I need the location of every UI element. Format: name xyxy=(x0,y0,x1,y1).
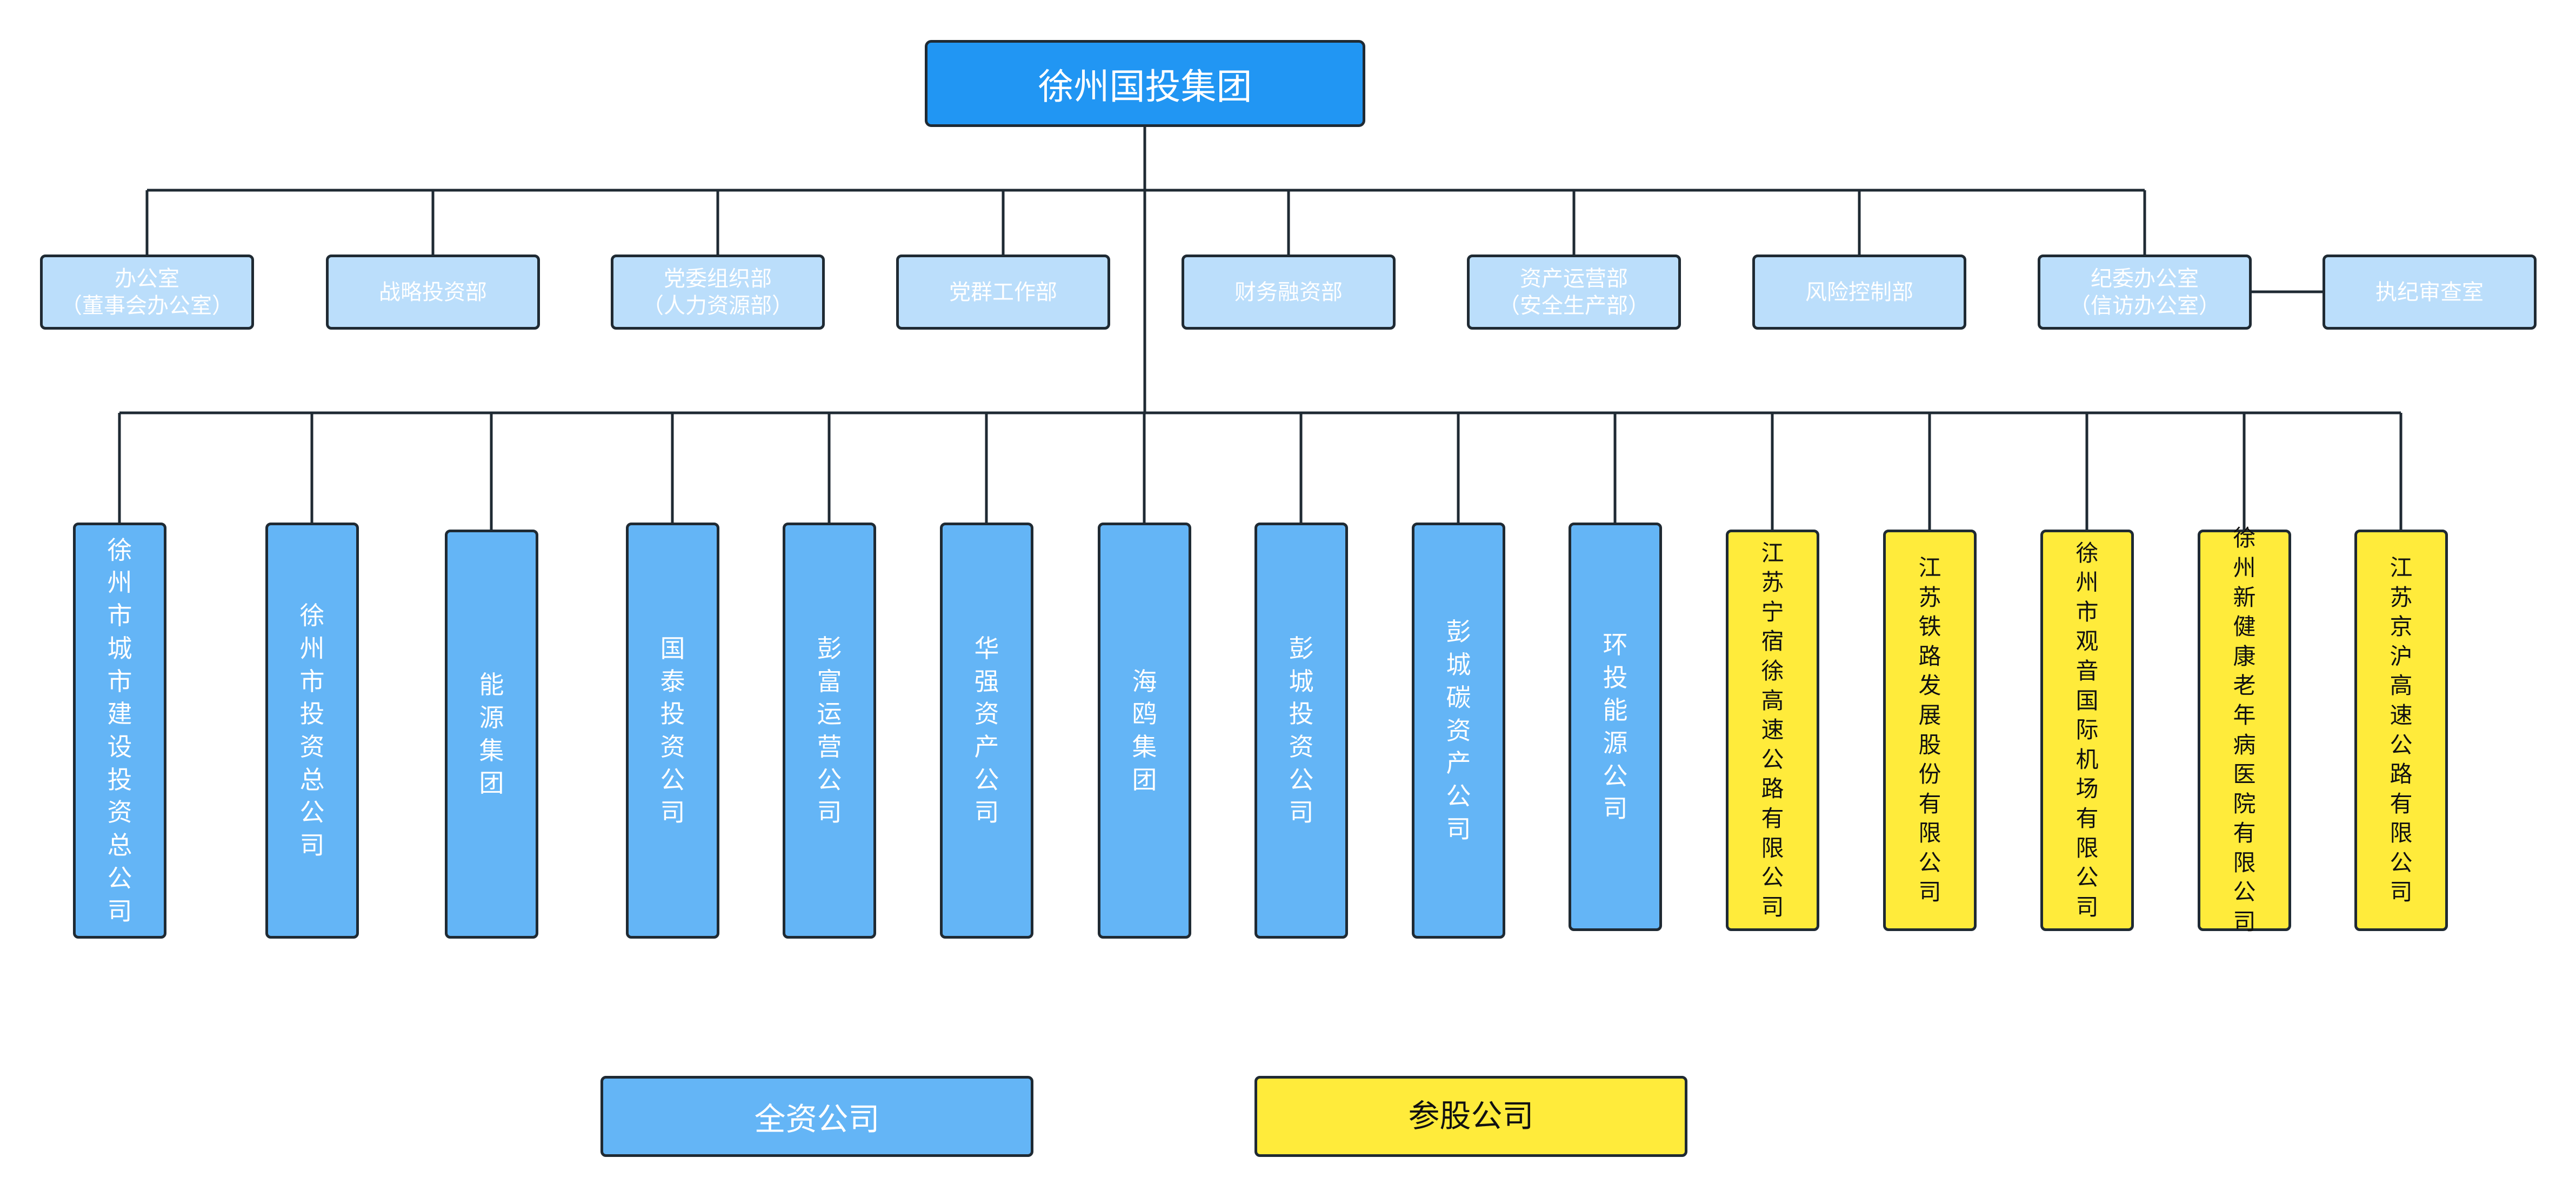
department-name: 纪委办公室 xyxy=(2091,266,2199,291)
department-name: 执纪审查室 xyxy=(2375,279,2484,305)
shareholding-company: 江苏京沪高速公路有限公司 xyxy=(2354,530,2448,931)
company-name: 徐州市观音国际机场有限公司 xyxy=(2076,539,2099,920)
wholly-owned-company: 徐州市城市建设投资总公司 xyxy=(73,523,166,939)
company-name: 徐州市城市建设投资总公司 xyxy=(107,535,132,926)
company-name: 江苏京沪高速公路有限公司 xyxy=(2390,554,2413,906)
department-name: 资产运营部 xyxy=(1520,266,1628,291)
department-alias: （安全生产部） xyxy=(1498,293,1650,318)
department-name: 办公室 xyxy=(115,266,179,291)
shareholding-company: 徐州新健康老年病医院有限公司 xyxy=(2198,525,2291,935)
department-name: 财务融资部 xyxy=(1234,279,1343,305)
department-alias: （人力资源部） xyxy=(642,293,793,318)
shareholding-company: 江苏宁宿徐高速公路有限公司 xyxy=(1726,530,1819,931)
company-name: 环投能源公司 xyxy=(1603,630,1628,824)
company-name: 海鸥集团 xyxy=(1132,666,1157,794)
wholly-owned-company: 彭城碳资产公司 xyxy=(1412,523,1505,939)
company-name: 徐州新健康老年病医院有限公司 xyxy=(2233,525,2256,935)
department-box: 资产运营部（安全生产部） xyxy=(1467,255,1681,330)
department-box: 办公室（董事会办公室） xyxy=(40,255,254,330)
department-box: 风险控制部 xyxy=(1752,255,1966,330)
company-name: 国泰投资公司 xyxy=(660,633,685,827)
department-box: 财务融资部 xyxy=(1182,255,1396,330)
department-name: 党委组织部 xyxy=(664,266,772,291)
wholly-owned-company: 海鸥集团 xyxy=(1098,523,1191,939)
department-alias: （信访办公室） xyxy=(2069,293,2220,318)
department-name: 党群工作部 xyxy=(949,279,1057,305)
department-box: 党群工作部 xyxy=(896,255,1110,330)
wholly-owned-company: 环投能源公司 xyxy=(1569,523,1662,931)
company-name: 彭城碳资产公司 xyxy=(1446,617,1471,844)
company-name: 华强资产公司 xyxy=(974,633,999,827)
wholly-owned-company: 彭城投资公司 xyxy=(1254,523,1348,939)
company-name: 徐州市投资总公司 xyxy=(299,601,325,860)
department-box: 纪委办公室（信访办公室） xyxy=(2038,255,2252,330)
department-name: 风险控制部 xyxy=(1805,279,1913,305)
company-name: 能源集团 xyxy=(479,670,504,798)
department-box: 党委组织部（人力资源部） xyxy=(611,255,825,330)
wholly-owned-company: 徐州市投资总公司 xyxy=(265,523,359,939)
company-name: 彭富运营公司 xyxy=(817,633,842,827)
department-box: 战略投资部 xyxy=(326,255,540,330)
department-alias: （董事会办公室） xyxy=(61,293,233,318)
legend-shareholding: 参股公司 xyxy=(1254,1076,1687,1157)
company-name: 江苏宁宿徐高速公路有限公司 xyxy=(1761,539,1784,920)
shareholding-company: 江苏铁路发展股份有限公司 xyxy=(1883,530,1977,931)
company-name: 江苏铁路发展股份有限公司 xyxy=(1918,554,1941,906)
department-name: 战略投资部 xyxy=(379,279,487,305)
wholly-owned-company: 国泰投资公司 xyxy=(626,523,719,939)
shareholding-company: 徐州市观音国际机场有限公司 xyxy=(2040,530,2134,931)
wholly-owned-company: 华强资产公司 xyxy=(940,523,1033,939)
wholly-owned-company: 彭富运营公司 xyxy=(783,523,876,939)
wholly-owned-company: 能源集团 xyxy=(445,530,538,939)
legend-wholly-owned: 全资公司 xyxy=(600,1076,1033,1157)
root-node: 徐州国投集团 xyxy=(925,40,1365,127)
department-box: 执纪审查室 xyxy=(2323,255,2537,330)
company-name: 彭城投资公司 xyxy=(1289,633,1314,827)
